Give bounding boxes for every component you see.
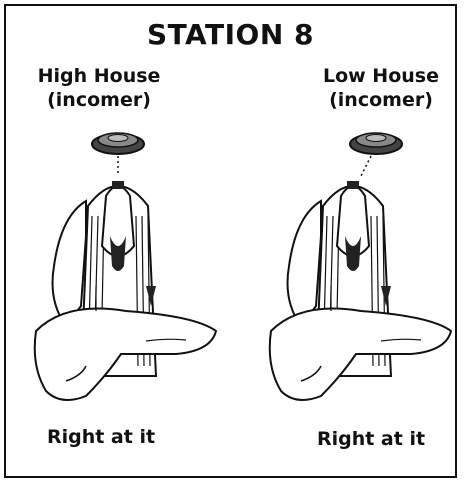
shotgun-hand-illustration-right [261,126,461,426]
station-card: STATION 8 High House (incomer) Low House… [4,4,457,478]
heading-line-1: Low House [306,64,456,88]
panel-heading-low-house: Low House (incomer) [306,64,456,112]
clay-target-icon [350,133,402,154]
heading-line-2: (incomer) [24,88,174,112]
heading-line-1: High House [24,64,174,88]
panel-heading-high-house: High House (incomer) [24,64,174,112]
page-title: STATION 8 [6,18,455,51]
caption-high-house: Right at it [26,426,176,448]
shotgun-hand-illustration-left [26,126,226,426]
heading-line-2: (incomer) [306,88,456,112]
caption-low-house: Right at it [286,428,456,450]
clay-target-icon [92,133,144,154]
